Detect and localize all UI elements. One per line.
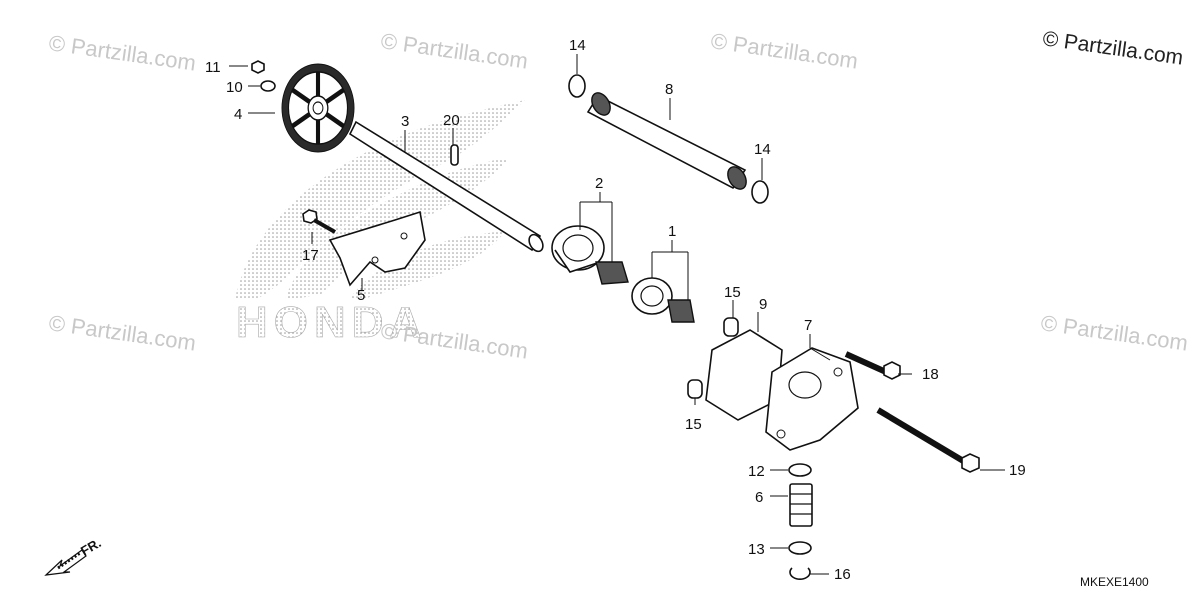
callout-19: 19 bbox=[1009, 462, 1026, 479]
part-7-pump-body[interactable] bbox=[765, 347, 859, 451]
watermark-text: © Partzilla.com bbox=[1039, 310, 1189, 355]
part-18-bolt[interactable] bbox=[844, 351, 901, 380]
callout-5: 5 bbox=[357, 287, 365, 304]
part-6-relief-valve[interactable] bbox=[789, 483, 813, 527]
callout-12: 12 bbox=[748, 463, 765, 480]
plate-hole bbox=[371, 256, 379, 264]
part-20-pin[interactable] bbox=[450, 144, 459, 166]
callout-7: 7 bbox=[804, 317, 812, 334]
callout-14: 14 bbox=[569, 37, 586, 54]
watermark-text: © Partzilla.com bbox=[709, 28, 859, 73]
part-17-bolt[interactable] bbox=[302, 209, 336, 234]
part-15-dowel[interactable] bbox=[723, 317, 739, 337]
part-10-washer[interactable] bbox=[260, 80, 276, 92]
callout-11: 11 bbox=[205, 59, 221, 76]
callout-9: 9 bbox=[759, 296, 767, 313]
callout-8: 8 bbox=[665, 81, 673, 98]
honda-brand-text: HONDA bbox=[236, 298, 427, 347]
part-13-washer[interactable] bbox=[788, 541, 812, 555]
leader-lines bbox=[229, 54, 1005, 575]
callout-4: 4 bbox=[234, 106, 242, 123]
part-12-washer[interactable] bbox=[788, 463, 812, 477]
callout-labels: 11 10 4 3 20 14 8 14 2 1 17 5 15 9 7 18 … bbox=[205, 37, 1026, 583]
callout-15: 15 bbox=[685, 416, 702, 433]
plate-hole bbox=[400, 232, 408, 240]
part-11-nut[interactable] bbox=[251, 60, 265, 74]
callout-3: 3 bbox=[401, 113, 409, 130]
callout-1: 1 bbox=[668, 223, 676, 240]
callout-20: 20 bbox=[443, 112, 460, 129]
part-2-rotor-set[interactable] bbox=[551, 225, 629, 285]
diagram-code: MKEXE1400 bbox=[1080, 575, 1149, 589]
watermark-text: © Partzilla.com bbox=[47, 310, 197, 355]
watermark-text: © Partzilla.com bbox=[379, 318, 529, 363]
callout-2: 2 bbox=[595, 175, 603, 192]
callout-18: 18 bbox=[922, 366, 939, 383]
watermark-main: © Partzilla.com bbox=[1041, 27, 1184, 69]
part-16-circlip[interactable] bbox=[789, 567, 811, 580]
part-1-rotor-set[interactable] bbox=[631, 277, 695, 323]
front-direction-marker: FR. bbox=[44, 535, 104, 576]
watermark-text: © Partzilla.com bbox=[47, 30, 197, 75]
callout-17: 17 bbox=[302, 247, 319, 264]
callout-16: 16 bbox=[834, 566, 851, 583]
part-14-o-ring[interactable] bbox=[568, 74, 586, 98]
callout-6: 6 bbox=[755, 489, 763, 506]
part-8-shaft[interactable] bbox=[586, 90, 750, 193]
part-19-bolt[interactable] bbox=[876, 407, 980, 473]
watermark-text: © Partzilla.com bbox=[379, 28, 529, 73]
part-15-dowel[interactable] bbox=[687, 379, 703, 399]
callout-10: 10 bbox=[226, 79, 243, 96]
part-14-o-ring[interactable] bbox=[751, 180, 769, 204]
callout-14: 14 bbox=[754, 141, 771, 158]
part-3-shaft[interactable] bbox=[348, 120, 546, 254]
part-4-gear[interactable] bbox=[281, 63, 355, 153]
part-5-plate[interactable] bbox=[328, 210, 426, 287]
callout-15: 15 bbox=[724, 284, 741, 301]
callout-13: 13 bbox=[748, 541, 765, 558]
